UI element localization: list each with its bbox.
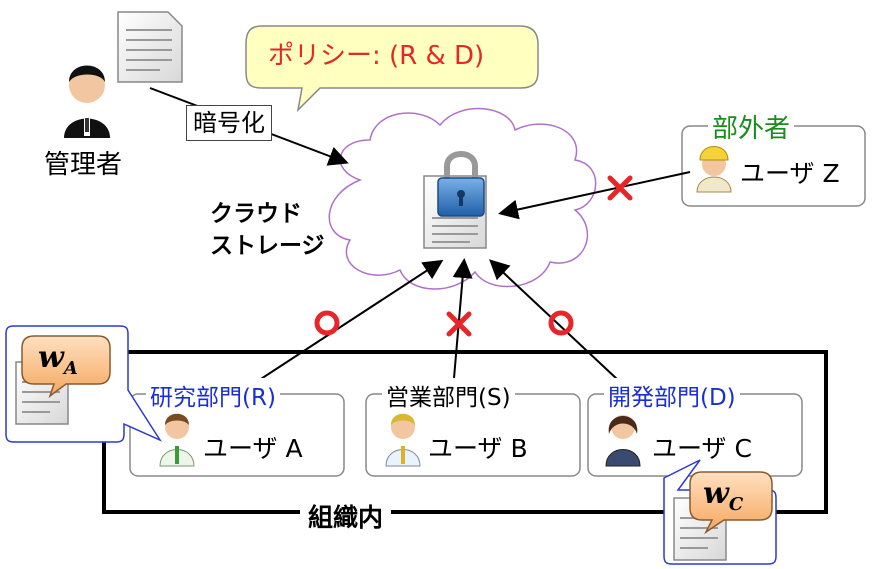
user-b-label: ユーザ B	[428, 434, 528, 463]
key-c-callout	[663, 459, 777, 565]
key-c-label: wC	[703, 476, 743, 515]
key-a-subscript: A	[63, 358, 78, 379]
key-c-subscript: C	[728, 494, 744, 515]
key-c-symbol: w	[703, 476, 729, 511]
user-a-allowed-mark	[314, 310, 340, 336]
dept-development-title: 開発部門(D)	[604, 378, 740, 412]
dept-sales-title: 営業部門(S)	[382, 378, 515, 412]
cloud-storage-label-line2: ストレージ	[210, 233, 325, 259]
key-a-symbol: w	[38, 340, 64, 375]
user-c-label: ユーザ C	[652, 434, 752, 463]
encrypted-document-icon	[423, 151, 487, 249]
user-a-access-arrow	[243, 259, 444, 391]
policy-text: ポリシー: (R & D)	[268, 41, 485, 71]
outsider-title: 部外者	[708, 108, 795, 145]
policy-speech-bubble	[245, 25, 539, 113]
user-z-access-arrow	[498, 171, 691, 220]
user-c-allowed-mark	[548, 310, 574, 336]
user-b-denied-mark	[446, 311, 472, 337]
user-c-access-arrow	[489, 259, 619, 381]
policy-document-icon	[117, 11, 183, 83]
key-a-callout	[5, 325, 162, 443]
user-b-icon	[385, 413, 421, 467]
encrypt-label: 暗号化	[186, 105, 272, 141]
key-a-label: wA	[38, 340, 78, 379]
user-a-icon	[159, 413, 195, 467]
user-z-label: ユーザ Z	[740, 159, 840, 188]
organization-label: 組織内	[300, 498, 392, 534]
user-z-icon	[696, 146, 732, 193]
user-b-access-arrow	[452, 258, 473, 379]
cloud-storage-label-line1: クラウド	[210, 201, 302, 227]
user-z-denied-mark	[607, 175, 633, 201]
user-a-label: ユーザ A	[203, 434, 303, 463]
admin-label: 管理者	[44, 150, 123, 180]
user-c-icon	[605, 415, 641, 467]
admin-person-icon	[64, 65, 110, 138]
dept-research-title: 研究部門(R)	[146, 378, 280, 412]
cloud-storage-label: クラウド ストレージ	[210, 198, 325, 262]
